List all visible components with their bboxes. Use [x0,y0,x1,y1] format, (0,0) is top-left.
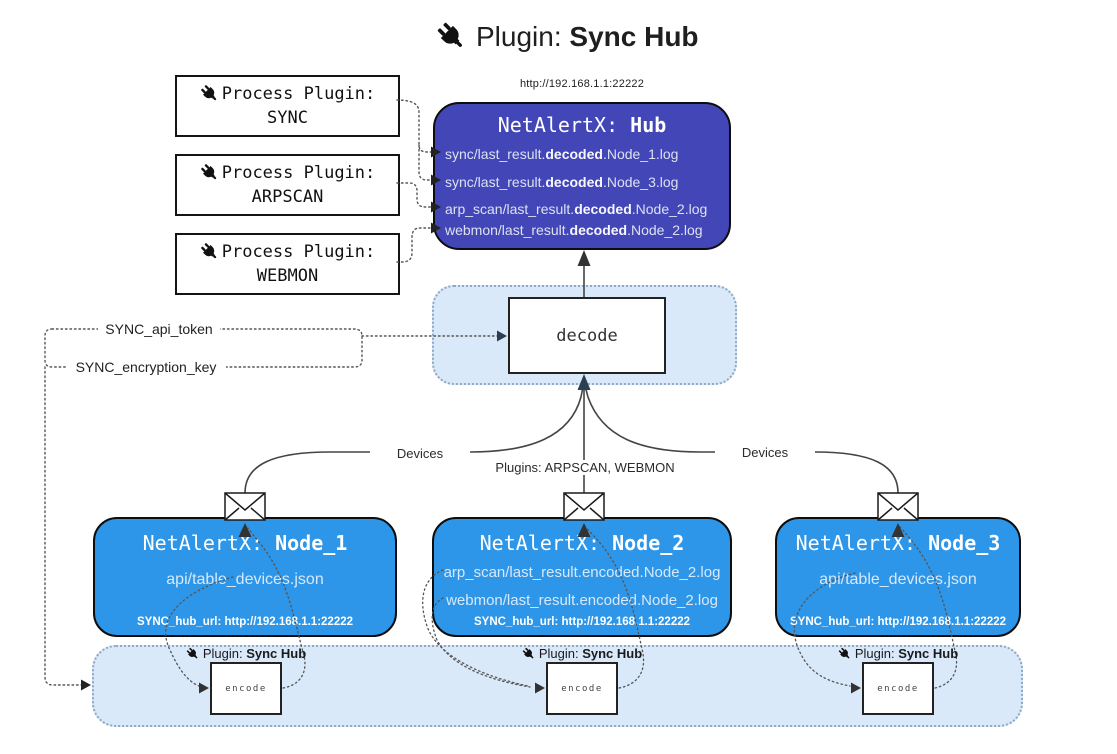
plugin-connectors [396,99,432,263]
hub-log-line: sync/last_result.decoded.Node_3.log [445,174,679,190]
devices-right-label: Devices [715,445,815,460]
arrowhead-into-bar [81,679,91,691]
sync-api-token-label: SYNC_api_token [98,321,220,337]
plug-icon [437,22,462,47]
node-hub-url: SYNC_hub_url: http://192.168.1.1:22222 [473,616,691,628]
plugin-name: SYNC [267,108,308,128]
hub-log-line: arp_scan/last_result.decoded.Node_2.log [445,201,708,217]
hub-log-line: webmon/last_result.decoded.Node_2.log [445,222,703,238]
node-file: arp_scan/last_result.encoded.Node_2.log [443,564,721,581]
plugins-mid-label: Plugins: ARPSCAN, WEBMON [495,460,675,475]
hub-url-label: http://192.168.1.1:22222 [519,78,645,90]
plug-icon [522,647,534,658]
bar-plugin-label: Plugin: Sync Hub [497,646,667,661]
encode-box: encode [546,662,618,715]
node3-to-decode-line [583,381,899,494]
plug-icon [838,647,850,658]
process-plugin-sync-box: Process Plugin: SYNC [175,75,400,137]
bar-plugin-label: Plugin: Sync Hub [813,646,983,661]
process-plugin-webmon-box: Process Plugin: WEBMON [175,233,400,295]
node-title: NetAlertX: Node_3 [795,531,1001,555]
node1-box: NetAlertX: Node_1 api/table_devices.json… [93,517,397,637]
envelope-icon [563,492,605,521]
encode-box: encode [862,662,934,715]
envelope-icons [224,492,919,521]
node3-box: NetAlertX: Node_3 api/table_devices.json… [775,517,1021,637]
arpscan-connector [396,182,432,208]
sync-connector-b [418,144,432,181]
process-plugin-arpscan-box: Process Plugin: ARPSCAN [175,154,400,216]
sync-encryption-key-label: SYNC_encryption_key [66,359,226,375]
hub-title: NetAlertX: Hub [497,113,667,137]
webmon-connector [396,227,432,263]
node2-box: NetAlertX: Node_2 arp_scan/last_result.e… [432,517,732,637]
node-file: api/table_devices.json [166,571,324,588]
arrowhead-into-hub [577,250,591,266]
bar-plugin-label: Plugin: Sync Hub [161,646,331,661]
node1-to-decode-line [244,381,585,494]
plug-icon [200,85,216,101]
node-title: NetAlertX: Node_1 [142,531,348,555]
plug-icon [200,164,216,180]
node-hub-url: SYNC_hub_url: http://192.168.1.1:22222 [136,616,354,628]
sync-connector-a [396,99,432,153]
plugin-name: WEBMON [256,266,319,286]
title-text: Plugin: Sync Hub [476,21,699,52]
plug-icon [186,647,198,658]
hub-box: NetAlertX: Hub sync/last_result.decoded.… [433,102,731,250]
node-hub-url: SYNC_hub_url: http://192.168.1.1:22222 [789,616,1007,628]
page-title: Plugin: Sync Hub [436,14,699,60]
plug-icon [200,243,216,259]
decode-box: decode [508,297,666,374]
encode-box: encode [210,662,282,715]
envelope-icon [224,492,266,521]
node-title: NetAlertX: Node_2 [479,531,685,555]
devices-left-label: Devices [370,446,470,461]
plugin-name: ARPSCAN [251,187,324,207]
hub-log-line: sync/last_result.decoded.Node_1.log [445,146,679,162]
node-file: api/table_devices.json [819,571,977,588]
node-file: webmon/last_result.encoded.Node_2.log [446,592,718,609]
envelope-icon [877,492,919,521]
keys-to-bar-line [44,366,83,686]
